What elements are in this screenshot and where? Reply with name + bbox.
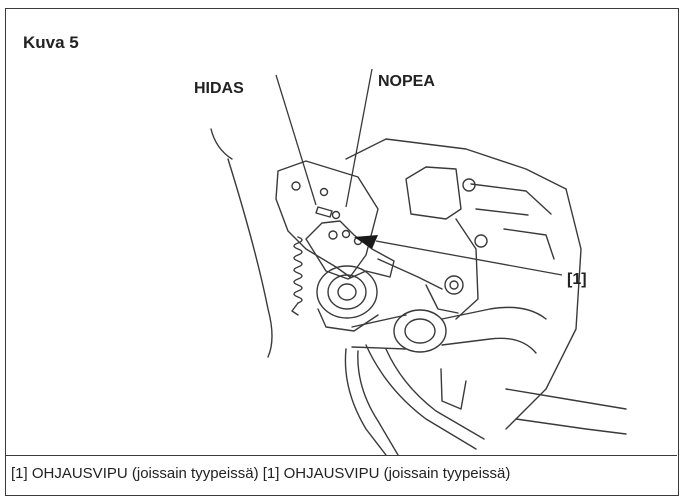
leader-fast bbox=[345, 68, 373, 208]
bracket-hole-3 bbox=[331, 210, 341, 220]
engine-body-fin-1 bbox=[470, 183, 552, 215]
intake-ring-inner bbox=[404, 318, 436, 344]
caption-bar: [1] OHJAUSVIPU (joissain tyypeissä) [1] … bbox=[6, 455, 677, 494]
callout-label: [1] bbox=[567, 271, 587, 288]
engine-body-fin-3 bbox=[503, 228, 555, 260]
air-pipe-lower bbox=[441, 337, 537, 354]
label-slow: HIDAS bbox=[194, 80, 244, 97]
pulley-mount bbox=[317, 308, 379, 332]
lower-frame bbox=[505, 388, 627, 410]
spring-hook bbox=[291, 302, 299, 316]
return-spring bbox=[293, 236, 303, 304]
pulley-outer bbox=[316, 265, 378, 319]
intake-ring-outer bbox=[393, 309, 447, 353]
fuel-pipe-outer bbox=[365, 344, 477, 450]
engine-bolt bbox=[462, 178, 476, 192]
throttle-arm bbox=[425, 284, 459, 314]
label-fast: NOPEA bbox=[378, 73, 435, 90]
lever-hole-1 bbox=[328, 230, 338, 240]
intake-tube-lower bbox=[351, 346, 407, 350]
fuel-pipe-inner bbox=[385, 348, 485, 440]
figure-frame: Kuva 5 HIDAS NOPEA [1] [1] OHJAUSVIPU (j… bbox=[5, 8, 679, 496]
leader-slow bbox=[275, 74, 317, 206]
callout-arrow-head bbox=[354, 235, 378, 249]
bracket-hole-1 bbox=[291, 181, 301, 191]
adjust-screw bbox=[444, 275, 464, 295]
engine-body-fin-2 bbox=[475, 208, 529, 216]
bracket-hole-4 bbox=[341, 229, 351, 239]
engine-throttle-illustration bbox=[210, 68, 627, 455]
engine-cover-edge bbox=[210, 128, 233, 160]
linkage-rod bbox=[377, 258, 443, 290]
lower-bracket bbox=[440, 368, 467, 410]
engine-body-side bbox=[455, 218, 479, 320]
adjust-screw-core bbox=[449, 280, 459, 290]
engine-bolt-right bbox=[474, 234, 488, 248]
engine-body-block bbox=[405, 166, 462, 220]
caption-text: [1] OHJAUSVIPU (joissain tyypeissä) [1] … bbox=[11, 465, 511, 482]
bracket-plate bbox=[275, 160, 379, 278]
lower-hose-inner bbox=[357, 350, 399, 455]
bracket-hole-2 bbox=[319, 187, 329, 197]
bracket-slot bbox=[315, 206, 333, 218]
pulley-mid bbox=[327, 274, 367, 310]
leader-callout bbox=[375, 240, 563, 276]
engine-body-right bbox=[505, 188, 582, 430]
figure-title: Kuva 5 bbox=[23, 33, 79, 52]
engine-body-top bbox=[345, 138, 567, 190]
lower-hose bbox=[344, 348, 387, 455]
intake-tube bbox=[351, 314, 407, 328]
lower-frame-2 bbox=[515, 418, 627, 435]
engine-cover-outline bbox=[227, 158, 273, 358]
air-pipe-upper bbox=[441, 306, 547, 320]
figure-area: Kuva 5 HIDAS NOPEA [1] bbox=[6, 9, 677, 455]
control-lever bbox=[305, 220, 395, 280]
pulley-inner bbox=[337, 283, 357, 301]
